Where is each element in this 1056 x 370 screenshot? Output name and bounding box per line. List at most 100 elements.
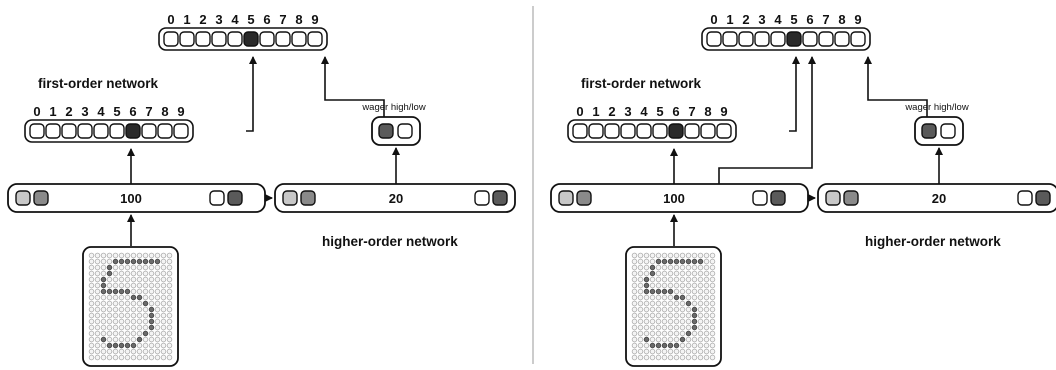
input-pixel xyxy=(142,324,149,331)
input-pixel xyxy=(685,342,692,349)
input-pixel xyxy=(100,264,107,271)
input-pixel xyxy=(691,276,698,283)
input-pixel xyxy=(112,270,119,277)
input-pixel xyxy=(667,318,674,325)
input-pixel xyxy=(136,342,143,349)
input-pixel xyxy=(703,276,710,283)
input-pixel xyxy=(100,306,107,313)
output-layer-digit-label: 0 xyxy=(167,12,174,27)
input-pixel xyxy=(709,276,716,283)
input-pixel xyxy=(661,276,668,283)
input-pixel xyxy=(697,294,704,301)
input-pixel xyxy=(88,342,95,349)
input-pixel xyxy=(709,306,716,313)
input-pixel xyxy=(124,318,131,325)
input-pixel xyxy=(673,252,680,259)
input-pixel-on xyxy=(661,342,668,349)
input-pixel xyxy=(160,342,167,349)
input-pixel xyxy=(661,354,668,361)
input-pixel xyxy=(631,354,638,361)
input-pixel xyxy=(643,324,650,331)
input-pixel xyxy=(166,312,173,319)
input-pixel xyxy=(106,294,113,301)
input-pixel xyxy=(142,294,149,301)
input-pixel xyxy=(124,306,131,313)
input-pixel xyxy=(136,270,143,277)
input-pixel xyxy=(118,264,125,271)
input-pixel xyxy=(667,354,674,361)
input-pixel xyxy=(691,252,698,259)
input-pixel xyxy=(166,354,173,361)
input-pixel xyxy=(691,336,698,343)
input-pixel xyxy=(88,294,95,301)
input-pixel xyxy=(118,336,125,343)
input-pixel xyxy=(667,348,674,355)
input-pixel xyxy=(160,258,167,265)
input-pixel-on xyxy=(643,282,650,289)
input-pixel xyxy=(649,276,656,283)
input-pixel xyxy=(655,252,662,259)
output-layer-unit xyxy=(834,31,850,47)
input-pixel xyxy=(154,318,161,325)
input-pixel xyxy=(655,264,662,271)
input-pixel xyxy=(142,312,149,319)
input-pixel xyxy=(148,276,155,283)
input-pixel xyxy=(679,306,686,313)
input-pixel xyxy=(142,264,149,271)
input-pixel xyxy=(88,312,95,319)
input-pixel xyxy=(154,354,161,361)
input-pixel xyxy=(709,324,716,331)
input-pixel-on xyxy=(685,330,692,337)
input-pixel xyxy=(112,318,119,325)
input-pixel xyxy=(142,342,149,349)
output-layer-unit xyxy=(259,31,275,47)
input-pixel xyxy=(703,264,710,271)
input-pixel xyxy=(679,330,686,337)
input-pixel xyxy=(94,330,101,337)
input-pixel xyxy=(160,270,167,277)
first-order-layer-digit-label: 4 xyxy=(97,104,105,119)
input-pixel xyxy=(655,312,662,319)
first-order-layer-digit-label: 1 xyxy=(49,104,56,119)
input-pixel xyxy=(94,318,101,325)
input-pixel xyxy=(631,324,638,331)
input-pixel xyxy=(160,324,167,331)
input-pixel xyxy=(661,282,668,289)
input-pixel xyxy=(112,330,119,337)
hidden-unit xyxy=(300,190,316,206)
wager-label: wager high/low xyxy=(361,102,426,113)
input-pixel xyxy=(655,276,662,283)
input-pixel-on xyxy=(148,306,155,313)
input-pixel xyxy=(667,306,674,313)
input-pixel xyxy=(637,258,644,265)
input-pixel-on xyxy=(643,288,650,295)
output-layer-digit-label: 2 xyxy=(742,12,749,27)
output-layer-digit-label: 4 xyxy=(774,12,782,27)
input-pixel xyxy=(679,264,686,271)
first-order-layer-unit xyxy=(700,123,716,139)
input-pixel xyxy=(709,264,716,271)
input-pixel xyxy=(667,270,674,277)
input-pixel-on xyxy=(667,258,674,265)
input-pixel xyxy=(136,252,143,259)
input-pixel xyxy=(661,330,668,337)
input-pixel-on xyxy=(691,324,698,331)
input-pixel xyxy=(631,258,638,265)
input-pixel xyxy=(637,342,644,349)
input-pixel xyxy=(124,324,131,331)
first-order-layer-digit-label: 8 xyxy=(161,104,168,119)
input-pixel-on xyxy=(106,270,113,277)
input-pixel xyxy=(130,348,137,355)
first-order-layer-digit-label: 2 xyxy=(65,104,72,119)
input-pixel xyxy=(130,336,137,343)
input-pixel xyxy=(709,252,716,259)
hidden-unit xyxy=(825,190,841,206)
hidden-unit xyxy=(558,190,574,206)
arrow-first-order-to-output xyxy=(789,56,800,132)
input-pixel xyxy=(118,276,125,283)
input-pixel xyxy=(685,288,692,295)
output-layer-digit-label: 5 xyxy=(790,12,797,27)
input-pixel xyxy=(631,264,638,271)
input-pixel xyxy=(643,252,650,259)
input-pixel xyxy=(673,306,680,313)
